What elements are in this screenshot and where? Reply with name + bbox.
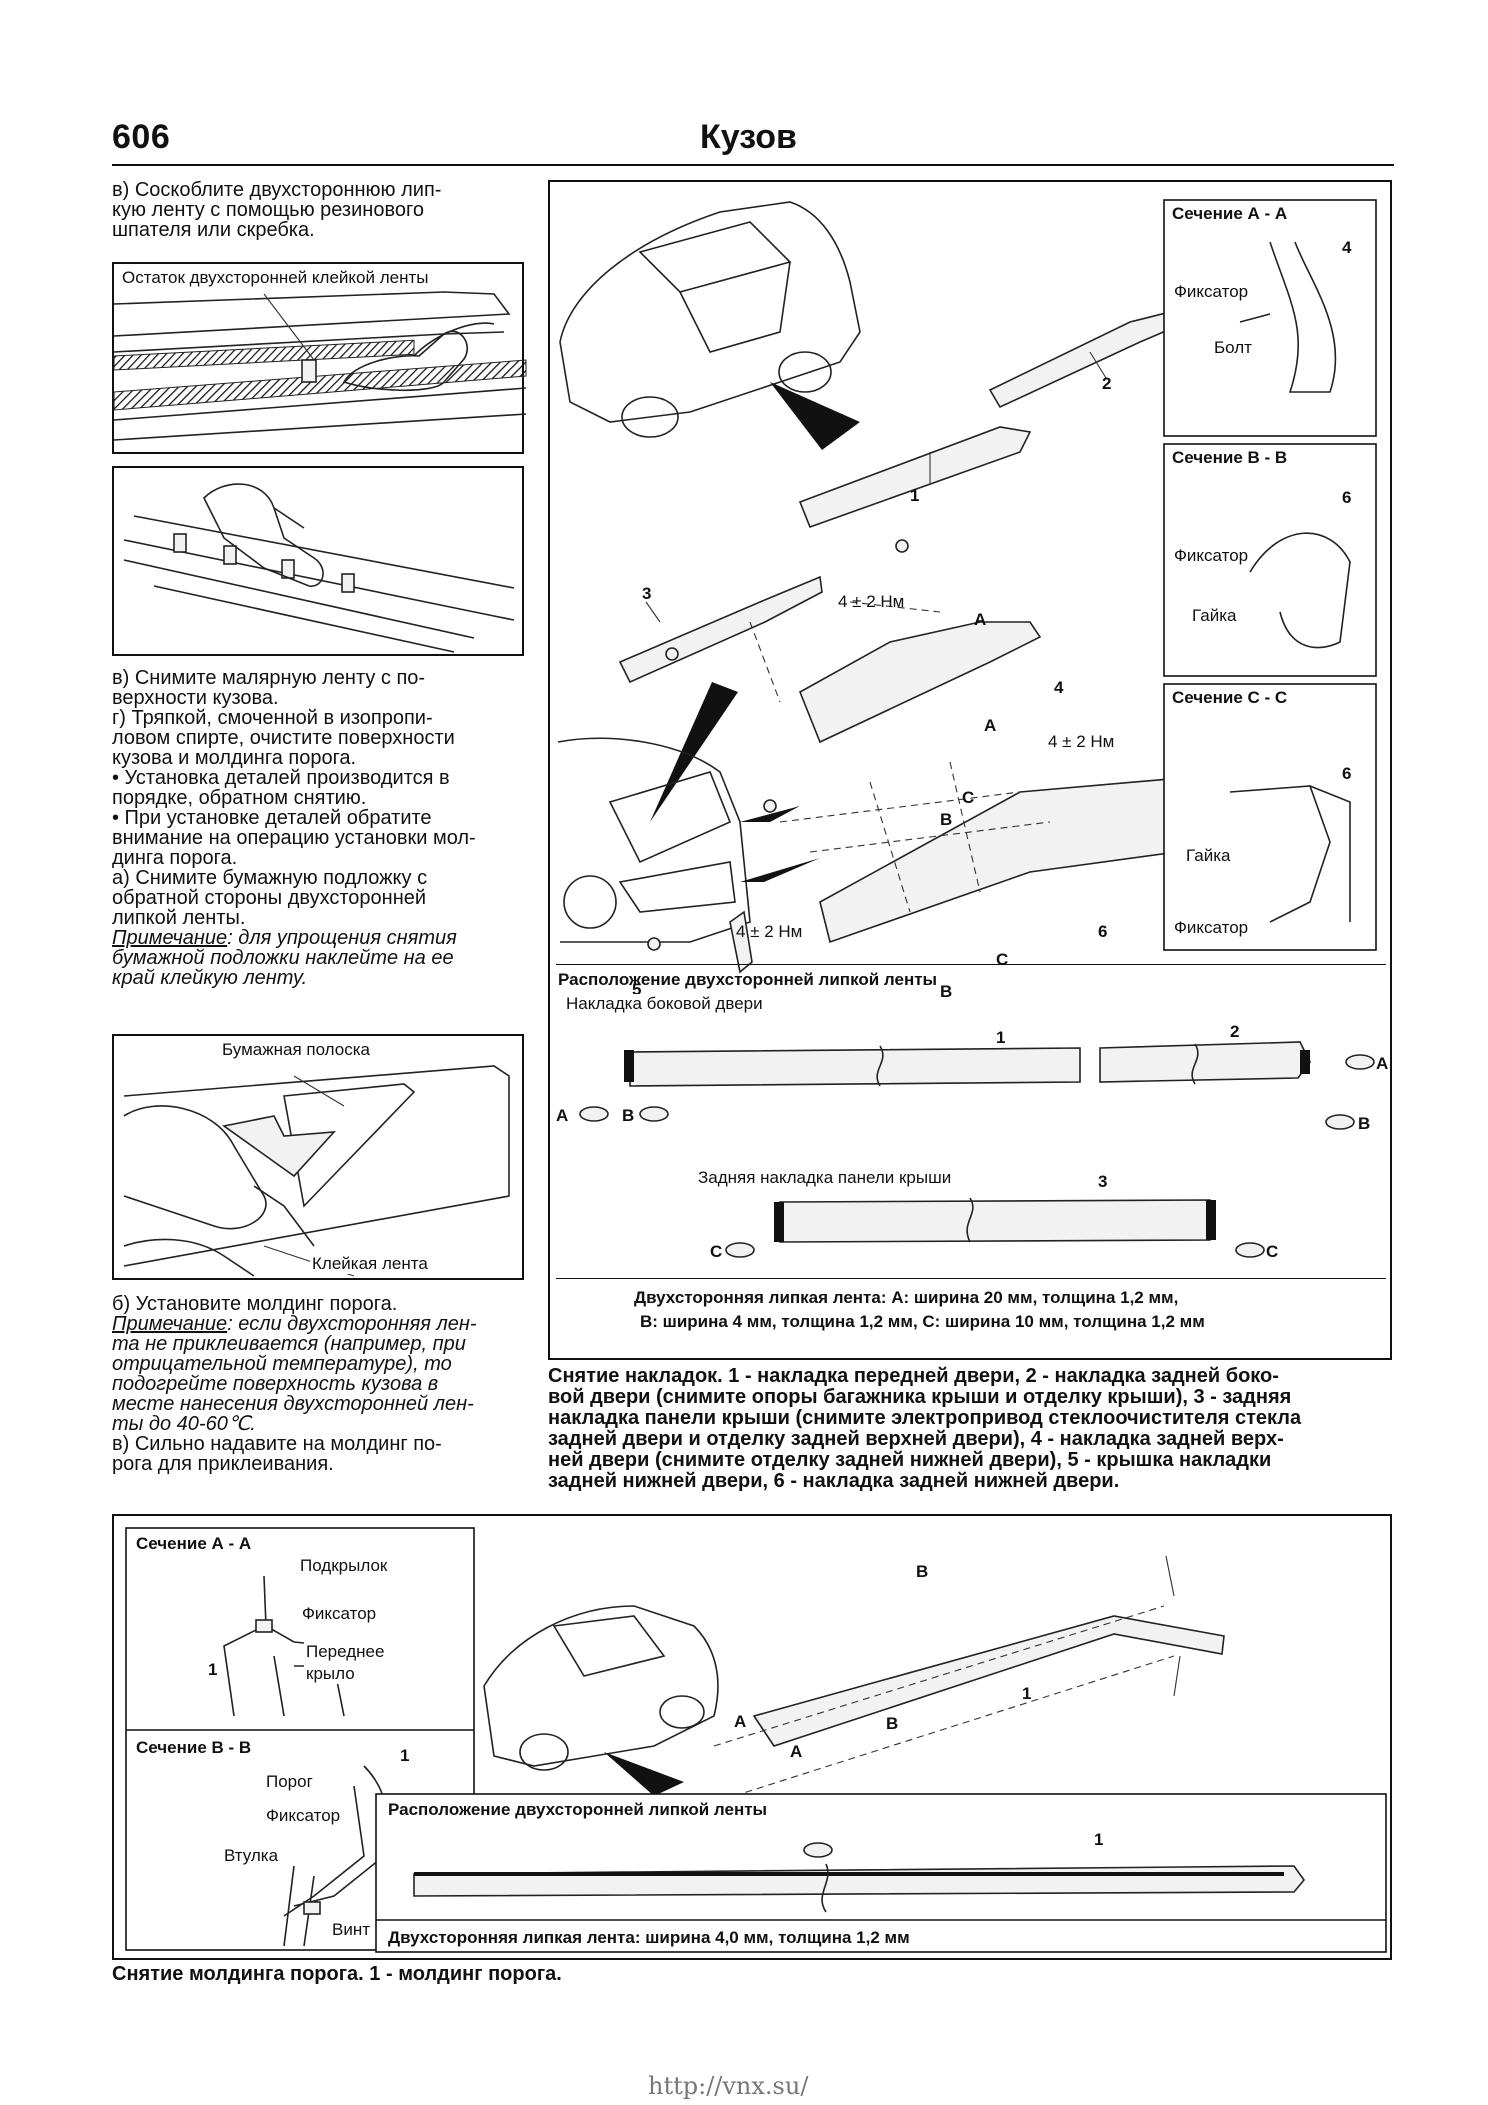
caption-trim-removal: Снятие накладок. 1 - накладка передней д… bbox=[548, 1365, 1302, 1492]
peel-tape-drawing bbox=[123, 483, 515, 653]
tape-layout-title: Расположение двухсторонней липкой ленты bbox=[558, 970, 938, 989]
arrow-c-top: C bbox=[962, 788, 975, 807]
section-aa-label1: Фиксатор bbox=[1172, 282, 1251, 302]
section-aa-num: 4 bbox=[1340, 238, 1354, 258]
sill-sec-aa-num: 1 bbox=[208, 1660, 218, 1679]
figure-tape-residue: Остаток двухсторонней клейкой ленты bbox=[112, 262, 527, 454]
section-bb-title: Сечение В - В bbox=[1172, 448, 1288, 467]
tape-sub-roof: Задняя накладка панели крыши bbox=[696, 1168, 954, 1188]
fig3-label-top: Бумажная полоска bbox=[220, 1040, 372, 1060]
section-aa-label2: Болт bbox=[1212, 338, 1254, 358]
footer-url: http://vnx.su/ bbox=[648, 2072, 809, 2100]
tape-num-1: 1 bbox=[996, 1028, 1006, 1047]
paper-strip-drawing bbox=[123, 1065, 510, 1277]
figure-paper-strip: Бумажная полоска Клейкая лента bbox=[112, 1034, 524, 1280]
torque-1: 4 ± 2 Нм bbox=[838, 592, 905, 611]
tape-b-left: B bbox=[622, 1106, 635, 1125]
tape-b-right: B bbox=[1358, 1114, 1371, 1133]
sill-arrow-a-bottom: A bbox=[790, 1742, 803, 1761]
section-cc-title: Сечение С - С bbox=[1172, 688, 1288, 707]
arrow-a-top: A bbox=[974, 610, 987, 629]
sill-sec-bb-l3: Втулка bbox=[222, 1846, 281, 1866]
page-number: 606 bbox=[112, 118, 171, 156]
part-4: 4 bbox=[1054, 678, 1064, 697]
arrow-a-mid: A bbox=[984, 716, 997, 735]
trim-removal-drawing bbox=[556, 199, 1386, 1279]
section-cc-num: 6 bbox=[1340, 764, 1354, 784]
tape-num-3: 3 bbox=[1098, 1172, 1108, 1191]
section-bb-label1: Фиксатор bbox=[1172, 546, 1251, 566]
section-bb-label2: Гайка bbox=[1190, 606, 1239, 626]
sill-sec-bb-l1: Порог bbox=[264, 1772, 315, 1792]
fig1-label: Остаток двухсторонней клейкой ленты bbox=[120, 268, 431, 288]
sill-molding-drawing bbox=[125, 1527, 1387, 1953]
tape-spec: Двухсторонняя липкая лента: А: ширина 20… bbox=[634, 1288, 1205, 1331]
arrow-c-bottom: C bbox=[996, 950, 1009, 969]
sill-sec-bb-l2: Фиксатор bbox=[264, 1806, 343, 1826]
tape-c-left: C bbox=[710, 1242, 723, 1261]
tape-c-right: C bbox=[1266, 1242, 1279, 1261]
tape-residue-drawing bbox=[113, 291, 527, 441]
page-header bbox=[112, 118, 1394, 166]
part-2: 2 bbox=[1102, 374, 1112, 393]
paragraph-scrape: в) Соскоблите двухстороннюю лип- кую лен… bbox=[112, 179, 442, 241]
section-aa-title: Сечение А - А bbox=[1172, 204, 1288, 223]
tape-a-left: A bbox=[556, 1106, 569, 1125]
sill-part-1: 1 bbox=[1022, 1684, 1032, 1703]
sill-tape-title: Расположение двухсторонней липкой ленты bbox=[388, 1800, 768, 1819]
sill-sec-bb-title: Сечение В - В bbox=[136, 1738, 252, 1757]
caption-sill-molding: Снятие молдинга порога. 1 - молдинг поро… bbox=[112, 1963, 562, 1985]
sill-sec-aa-l1: Подкрылок bbox=[298, 1556, 390, 1576]
part-6: 6 bbox=[1098, 922, 1108, 941]
tape-a-right: A bbox=[1376, 1054, 1389, 1073]
torque-2: 4 ± 2 Нм bbox=[1048, 732, 1115, 751]
paragraph-instructions: в) Снимите малярную ленту с по- верхност… bbox=[112, 668, 524, 988]
figure-sill-molding: Сечение А - А Подкрылок Фиксатор Передне… bbox=[112, 1514, 1392, 1960]
figure-peel-tape bbox=[112, 466, 524, 656]
sill-sec-bb-l4: Винт bbox=[330, 1920, 373, 1940]
tape-num-2: 2 bbox=[1230, 1022, 1240, 1041]
note-heating: Примечание: если двухсторонняя лен- bbox=[112, 1313, 477, 1335]
fig3-label-bottom: Клейкая лента bbox=[310, 1254, 430, 1274]
section-cc-label2: Фиксатор bbox=[1172, 918, 1251, 938]
sill-sec-bb-num: 1 bbox=[400, 1746, 410, 1765]
tape-sub-side-door: Накладка боковой двери bbox=[564, 994, 765, 1014]
torque-3: 4 ± 2 Нм bbox=[736, 922, 803, 941]
sill-arrow-a-left: A bbox=[734, 1712, 747, 1731]
sill-sec-aa-l3: Переднее bbox=[304, 1642, 387, 1662]
part-1: 1 bbox=[910, 486, 920, 505]
part-3: 3 bbox=[642, 584, 652, 603]
section-cc-label1: Гайка bbox=[1184, 846, 1233, 866]
note-paper-strip: Примечание: для упрощения снятия bbox=[112, 927, 457, 949]
page-title: Кузов bbox=[700, 118, 797, 156]
sill-arrow-b-bottom: B bbox=[886, 1714, 899, 1733]
part-5: 5 bbox=[632, 980, 642, 999]
arrow-b-bottom: B bbox=[940, 982, 953, 1001]
sill-sec-aa-title: Сечение А - А bbox=[136, 1534, 252, 1553]
paragraph-install: б) Установите молдинг порога. Примечание… bbox=[112, 1294, 524, 1474]
sill-sec-aa-l2: Фиксатор bbox=[300, 1604, 379, 1624]
sill-arrow-b-top: B bbox=[916, 1562, 929, 1581]
arrow-b-top: B bbox=[940, 810, 953, 829]
sill-sec-aa-l4: крыло bbox=[304, 1664, 357, 1684]
sill-tape-num: 1 bbox=[1094, 1830, 1104, 1849]
figure-trim-removal: Сечение А - А 4 Фиксатор Болт Сечение В … bbox=[548, 180, 1392, 1360]
sill-tape-spec: Двухсторонняя липкая лента: ширина 4,0 м… bbox=[388, 1928, 910, 1947]
section-bb-num: 6 bbox=[1340, 488, 1354, 508]
